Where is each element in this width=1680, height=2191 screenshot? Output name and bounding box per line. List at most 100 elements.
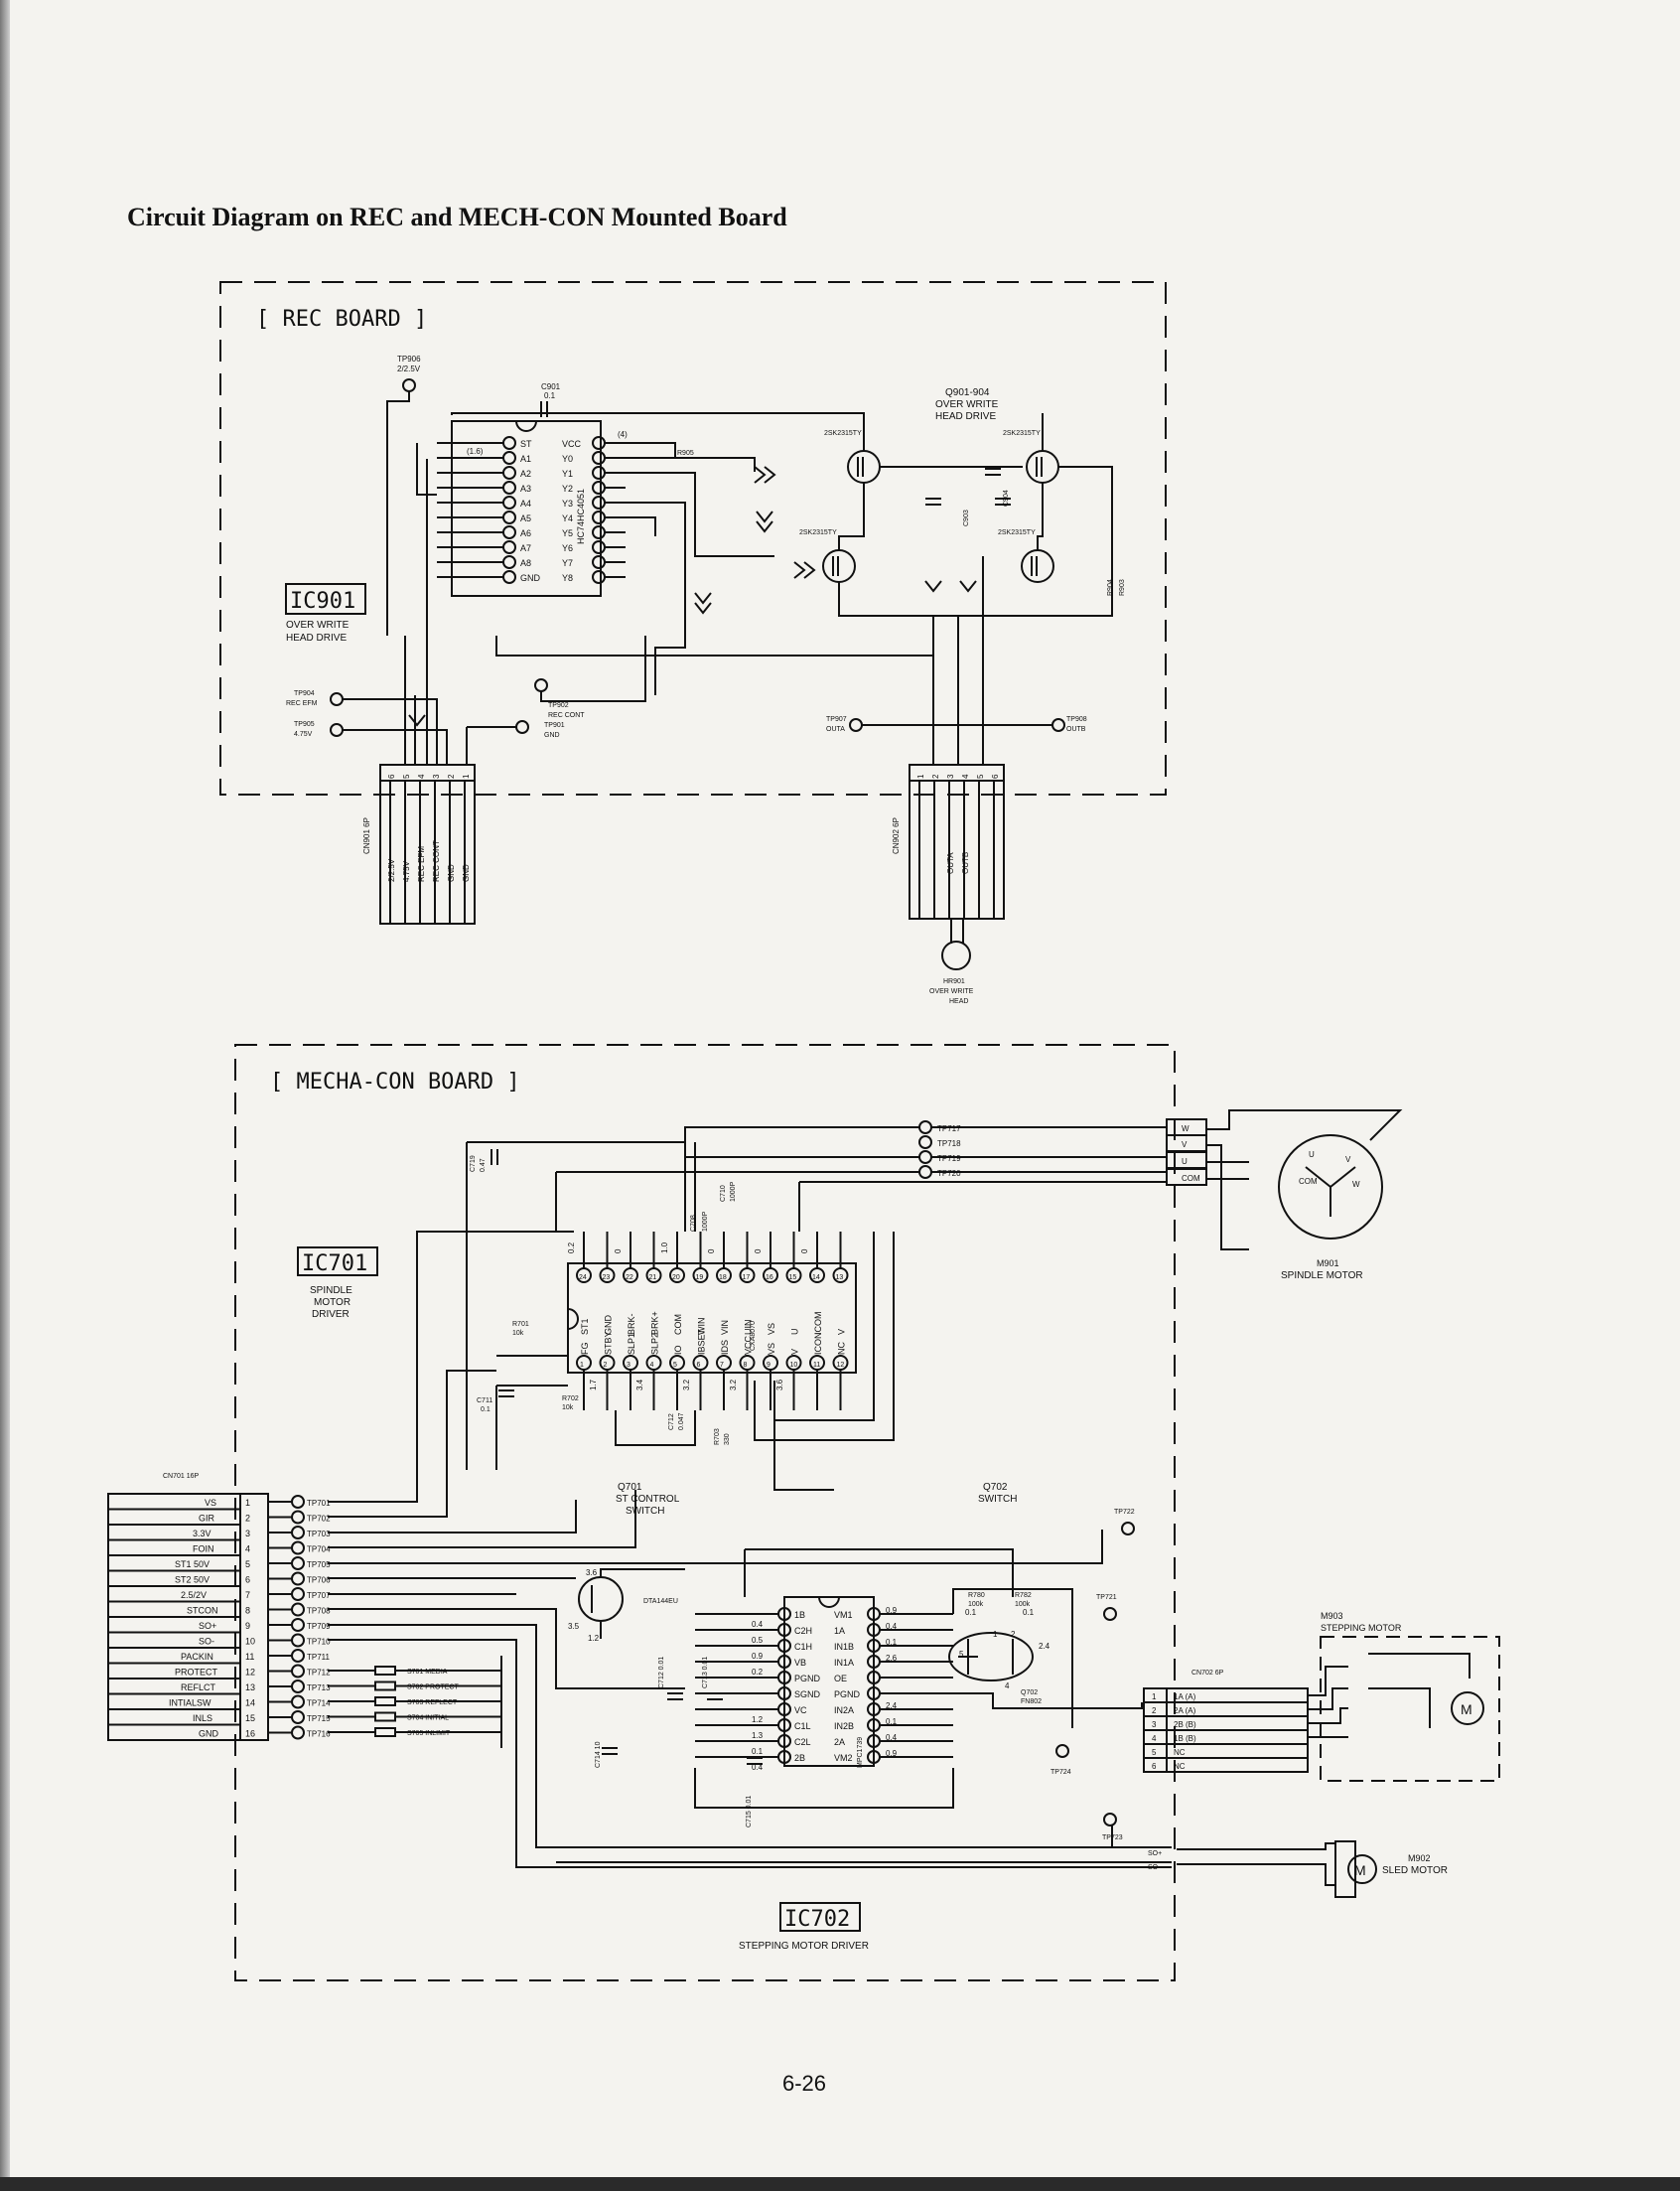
ic702-body (783, 1596, 875, 1767)
ic702-pin-right (867, 1734, 881, 1748)
y1-line (626, 457, 756, 472)
cn701-tp (291, 1633, 305, 1648)
rec-board-label: [ REC BOARD ] (256, 307, 427, 332)
ic701-pin-bottom-label: VCC (744, 1335, 754, 1355)
ic701-pin-top (716, 1267, 732, 1283)
scan-edge-bottom (0, 2177, 1680, 2191)
ic702-voltage-right: 0.4 (886, 1622, 898, 1631)
ic901-voltage: (1.6) (467, 447, 484, 456)
motor-coil (1305, 1166, 1331, 1188)
tp902-value: REC CONT (548, 712, 585, 719)
ic701-pin-top-num: 17 (743, 1274, 751, 1281)
ic701-pin-bottom (576, 1355, 592, 1371)
tp905 (330, 723, 344, 737)
ic702-pin-right (867, 1718, 881, 1732)
ic702-pin-left-label: VC (794, 1705, 807, 1715)
ic901-pin-right-label: Y3 (562, 499, 573, 509)
stepping-wire (1308, 1707, 1348, 1724)
ic701-pin-top (645, 1267, 662, 1283)
r702-label: R702 (562, 1395, 579, 1402)
r905-label: R905 (677, 450, 694, 457)
ic701-pin-top-label: VS (767, 1323, 776, 1335)
cn701-pin-label: SO+ (199, 1621, 216, 1631)
q701-label: SWITCH (626, 1506, 664, 1517)
cn901-pin-num: 4 (417, 774, 426, 779)
cn701-tp (291, 1526, 305, 1539)
ic702-pin-left-label: C1H (794, 1642, 812, 1652)
tp904-value: REC EFM (286, 700, 318, 707)
sled-wire (1177, 1863, 1335, 1886)
c711-label: C711 (477, 1397, 492, 1404)
fet-part: 2SK2315TY (824, 430, 862, 437)
ic701-pin-bottom-num: 3 (627, 1362, 630, 1369)
ic701-pin-top (623, 1267, 638, 1283)
y2-line (626, 472, 774, 557)
ic701-pin-top (669, 1267, 685, 1283)
ic702-cap: C714 10 (595, 1741, 602, 1768)
ic701-pin-bottom-num: 4 (650, 1362, 654, 1369)
cn701-row (107, 1631, 241, 1649)
cn701-pin-label: ST2 50V (175, 1575, 210, 1585)
q702-label: SWITCH (978, 1494, 1017, 1505)
ic701-pin-top-num: 20 (672, 1274, 680, 1281)
spindle-motor-ref: M901 (1317, 1258, 1339, 1268)
cn701-pin-num: 2 (245, 1514, 250, 1524)
ic702-pin-right (867, 1623, 881, 1637)
stepping-motor-ref: M903 (1321, 1611, 1343, 1621)
ic701-label-box (297, 1246, 378, 1276)
cn701-tp-label: TP708 (307, 1607, 331, 1616)
r703-label: R703 (714, 1428, 721, 1445)
ic701-pin-bottom-num: 1 (580, 1362, 584, 1369)
sled-motor-label: SLED MOTOR (1382, 1865, 1448, 1876)
ic701-pin-bottom-num: 12 (837, 1362, 845, 1369)
rec-bus-1 (495, 616, 934, 657)
motor-pin-label: COM (1182, 1174, 1200, 1183)
c710-label: C710 (720, 1185, 727, 1202)
ic701-pin-top (692, 1267, 709, 1283)
c710-value: 1000P (730, 1181, 737, 1202)
tp904-label: TP904 (294, 690, 315, 697)
cn701-pin-num: 4 (245, 1544, 250, 1554)
c708-label: C708 (690, 1215, 697, 1232)
cn701-tp (291, 1725, 305, 1740)
cn701-tp (291, 1510, 305, 1525)
ic702-pin-left-label: 1B (794, 1610, 805, 1620)
ic901-pin-right-label: Y2 (562, 484, 573, 494)
ic701-pin-bottom-label: SLP1 (627, 1333, 636, 1355)
ic702-voltage-left: 0.1 (752, 1747, 764, 1756)
cn701-pin-num: 6 (245, 1575, 250, 1585)
sled-motor-icon (1347, 1854, 1377, 1884)
head-ref: HR901 (943, 978, 965, 985)
sled-wire (1177, 1842, 1335, 1850)
ic701-pin-top-label: GND (604, 1315, 614, 1336)
head-label: OVER WRITE (929, 988, 974, 995)
tp-motor (918, 1150, 932, 1164)
ic701-pin-top-label: U (790, 1329, 800, 1336)
switch-contact (374, 1666, 396, 1676)
cn701-tp-label: TP715 (307, 1714, 331, 1723)
cn901-pin-num: 2 (447, 774, 456, 779)
cn701-pin-num: 11 (245, 1652, 254, 1662)
cn702-row (1143, 1701, 1309, 1717)
ic701-pin-bottom-label: NC (837, 1342, 847, 1355)
stepping-motor-symbol: M (1461, 1701, 1472, 1717)
cn701-row (107, 1524, 241, 1541)
tp906-value: 2/2.5V (397, 365, 421, 373)
ic701-pin-top-num: 18 (719, 1274, 727, 1281)
cn701-tp (291, 1710, 305, 1724)
ic702-voltage-left: 1.3 (752, 1731, 764, 1740)
cn701-tp (291, 1618, 305, 1632)
q-group-label: HEAD DRIVE (935, 411, 996, 422)
cn701-pin-label: INTIALSW (169, 1698, 211, 1708)
ic901-pin-left-label: A5 (520, 513, 531, 523)
ic701-pin-bottom (763, 1355, 778, 1371)
motor-pin-label: W (1182, 1124, 1190, 1133)
cn902-pin-num: 3 (946, 774, 955, 779)
ic701-pin-bottom-num: 2 (604, 1362, 608, 1369)
ic702-pin-left (777, 1718, 791, 1732)
cn701-row (107, 1708, 241, 1726)
ic901-pin-left (502, 511, 516, 524)
cn901-body (379, 764, 476, 925)
cn701-pin-num: 7 (245, 1590, 250, 1600)
tp905-wire (343, 729, 448, 765)
